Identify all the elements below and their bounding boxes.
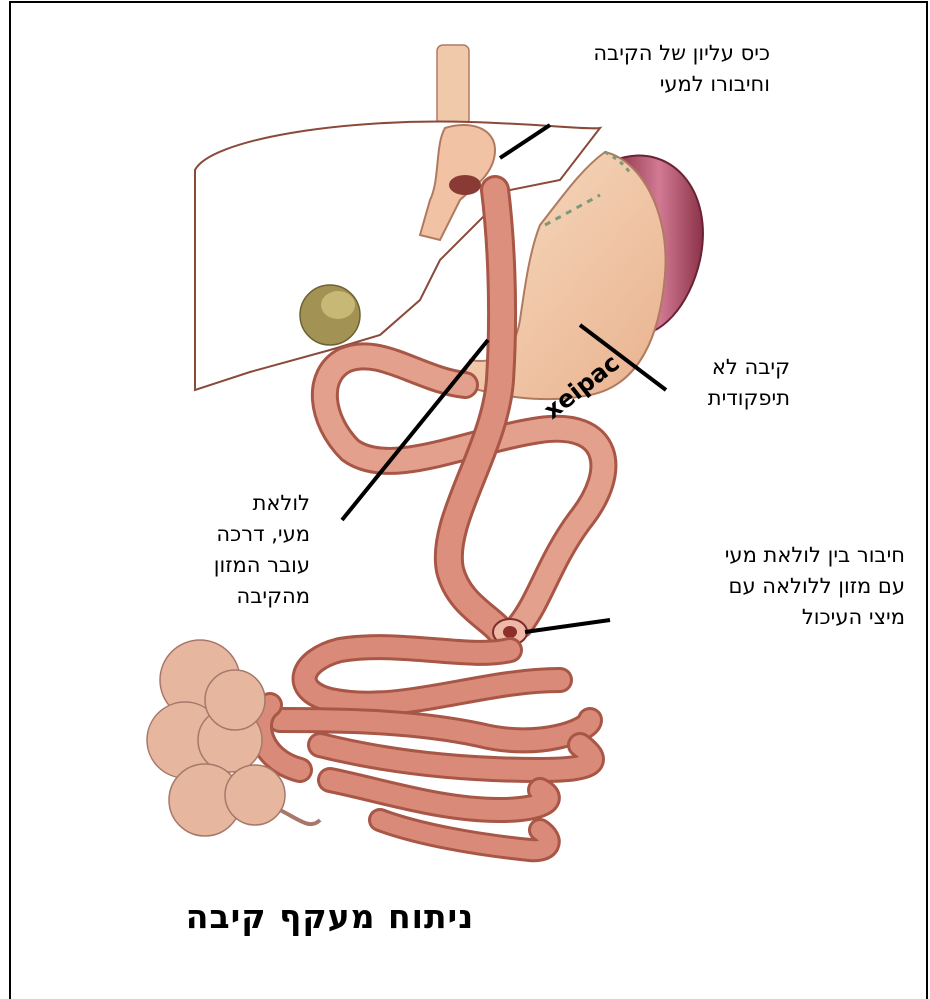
label-loop-line1: לולאת [160,488,310,519]
roux-limb-fill [449,190,505,640]
pouch-opening [449,175,481,195]
esophagus [437,45,469,125]
label-loop-line2: מעי, דרכה [160,519,310,550]
label-intestinal-loop: לולאת מעי, דרכה עובר המזון מהקיבה [160,488,310,612]
label-junction: חיבור בין לולאת מעי עם מזון ללולאה עם מי… [615,540,905,633]
label-stomach-line2: תיפקודית [650,383,790,414]
junction-lumen [503,626,517,638]
label-loop-line4: מהקיבה [160,581,310,612]
label-junction-line1: חיבור בין לולאת מעי [615,540,905,571]
label-loop-line3: עובר המזון [160,550,310,581]
label-upper-pouch: כיס עליון של הקיבה וחיבורו למעי [520,38,770,100]
label-nonfunctional-stomach: קיבה לא תיפקודית [650,352,790,414]
label-junction-line3: מיצי העיכול [615,602,905,633]
gallbladder-highlight [321,291,355,319]
label-upper-pouch-line1: כיס עליון של הקיבה [520,38,770,69]
label-junction-line2: עם מזון ללולאה עם [615,571,905,602]
small-intestine [260,647,592,850]
label-upper-pouch-line2: וחיבורו למעי [520,69,770,100]
diagram-title: ניתוח מעקף קיבה [150,897,510,936]
appendix [280,810,320,824]
label-stomach-line1: קיבה לא [650,352,790,383]
